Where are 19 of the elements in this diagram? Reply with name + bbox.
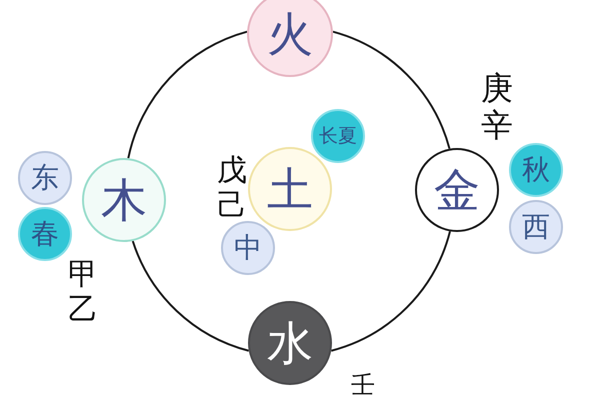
circle-node: 长夏 xyxy=(311,109,365,163)
side-label: 戊己 xyxy=(216,154,248,223)
side-label: 庚辛 xyxy=(480,70,514,144)
ring-arc xyxy=(330,231,451,352)
circle-node: 西 xyxy=(509,200,563,254)
circle-node: 火 xyxy=(247,0,333,77)
side-label: 甲乙 xyxy=(67,258,99,327)
circle-node: 金 xyxy=(415,148,499,232)
ring-arc xyxy=(332,30,450,149)
circle-node: 春 xyxy=(18,207,72,261)
circle-node: 东 xyxy=(18,151,72,205)
circle-node: 土 xyxy=(248,147,332,231)
side-label: 壬 xyxy=(350,373,376,398)
ring-arc xyxy=(127,30,248,158)
circle-node: 秋 xyxy=(509,143,563,197)
ring-arc xyxy=(132,240,250,352)
circle-node: 水 xyxy=(248,301,332,385)
circle-node: 中 xyxy=(221,221,275,275)
circle-node: 木 xyxy=(82,158,166,242)
